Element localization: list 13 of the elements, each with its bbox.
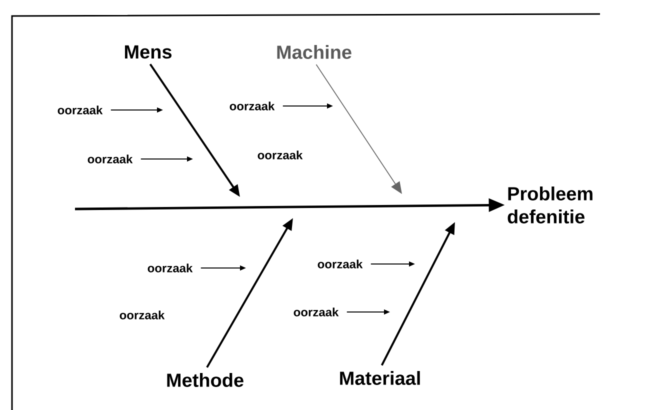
cause-label: oorzaak — [120, 310, 165, 320]
cause-label: oorzaak — [318, 260, 363, 268]
cause-label: oorzaak — [148, 264, 193, 272]
problem-label: Probleem defenitie — [508, 186, 592, 224]
cause-label: oorzaak — [230, 102, 275, 110]
cause-label: oorzaak — [258, 150, 303, 160]
category-label: Machine — [277, 45, 352, 59]
category-label: Methode — [167, 373, 244, 387]
category-label: Materiaal — [340, 371, 420, 385]
cause-label: oorzaak — [88, 154, 133, 164]
category-label: Mens — [125, 45, 172, 59]
cause-label: oorzaak — [58, 106, 103, 114]
cause-label: oorzaak — [294, 308, 339, 316]
